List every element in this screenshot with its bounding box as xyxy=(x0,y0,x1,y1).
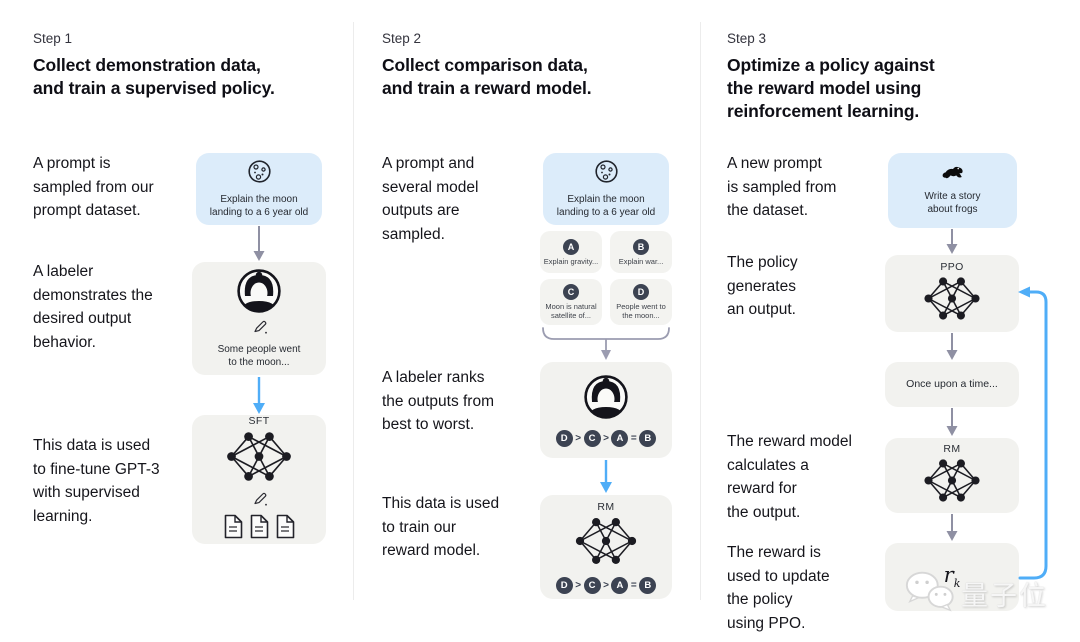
watermark-text: 量子位 xyxy=(961,581,1048,611)
moon-icon xyxy=(247,159,272,189)
rank-item: A xyxy=(611,429,629,447)
rm-label: RM xyxy=(943,442,961,455)
arrow-down-gray-icon xyxy=(946,514,958,541)
step1-prompt-box: Explain the moon landing to a 6 year old xyxy=(196,153,322,225)
step1-label: Step 1 xyxy=(33,31,73,46)
rank-item: C xyxy=(583,576,601,594)
step2-caption-labeler: A labeler ranks the outputs from best to… xyxy=(382,369,495,433)
sft-label: SFT xyxy=(248,415,270,427)
step3-reward-box: rk xyxy=(885,543,1019,611)
step3-prompt-box: Write a story about frogs xyxy=(888,153,1017,228)
step1-prompt-text: Explain the moon landing to a 6 year old xyxy=(209,194,309,218)
arrow-down-blue-icon xyxy=(600,460,612,493)
arrow-down-gray-icon xyxy=(253,226,265,261)
rank-item: D xyxy=(555,429,573,447)
step2-label: Step 2 xyxy=(382,31,422,46)
rank-item: B xyxy=(639,429,657,447)
step2-labeler-box: D > C > A = B xyxy=(540,362,672,458)
column-divider xyxy=(700,22,701,600)
rank-item: B xyxy=(639,576,657,594)
arrow-down-gray-icon xyxy=(946,408,958,436)
output-text: Moon is natural satellite of... xyxy=(545,302,597,320)
step2-rm-box: RM D > C > A = B xyxy=(540,495,672,599)
ranking-row: D > C > A = B xyxy=(555,429,657,447)
wechat-icon xyxy=(903,568,957,619)
rank-operator: = xyxy=(630,579,637,591)
output-text: Explain gravity... xyxy=(543,256,599,266)
merge-brace-arrow-icon xyxy=(542,327,670,360)
step2-prompt-text: Explain the moon landing to a 6 year old xyxy=(556,194,656,218)
step1-labeler-text: Some people went to the moon... xyxy=(217,344,301,368)
output-card-a: A Explain gravity... xyxy=(540,231,602,273)
output-card-b: B Explain war... xyxy=(610,231,672,273)
step3-caption-prompt: A new prompt is sampled from the dataset… xyxy=(727,155,837,219)
step3-rm-box: RM xyxy=(885,438,1019,513)
document-icon xyxy=(275,514,296,544)
rank-item: C xyxy=(583,429,601,447)
step3-title: Optimize a policy against the reward mod… xyxy=(727,55,935,121)
rank-operator: > xyxy=(575,579,582,591)
step3-output-box: Once upon a time... xyxy=(885,362,1019,407)
output-letter: A xyxy=(563,238,579,255)
ranking-row: D > C > A = B xyxy=(555,576,657,594)
column-divider xyxy=(353,22,354,600)
step3-caption-reward: The reward model calculates a reward for… xyxy=(727,433,852,521)
rank-item: D xyxy=(555,576,573,594)
rank-operator: > xyxy=(575,432,582,444)
arrow-down-gray-icon xyxy=(946,333,958,360)
step2-title: Collect comparison data, and train a rew… xyxy=(382,55,592,98)
document-icon xyxy=(249,514,270,544)
output-card-c: C Moon is natural satellite of... xyxy=(540,279,602,325)
network-icon xyxy=(920,275,984,327)
rank-operator: > xyxy=(603,579,609,591)
network-icon xyxy=(920,457,984,509)
output-card-d: D People went to the moon... xyxy=(610,279,672,325)
step3-ppo-box: PPO xyxy=(885,255,1019,332)
step3-output-text: Once upon a time... xyxy=(906,378,998,390)
reward-value: rk xyxy=(943,563,961,591)
pencil-icon xyxy=(252,491,267,511)
output-letter: B xyxy=(633,238,649,255)
document-icon xyxy=(223,514,244,544)
step3-caption-update: The reward is used to update the policy … xyxy=(727,544,830,632)
labeler-avatar-icon xyxy=(236,268,282,319)
feedback-loop-arrow-icon xyxy=(1018,286,1048,580)
rank-item: A xyxy=(611,576,629,594)
step1-caption-prompt: A prompt is sampled from our prompt data… xyxy=(33,155,154,219)
rank-operator: = xyxy=(630,432,637,444)
output-letter: C xyxy=(563,284,579,300)
output-letter: D xyxy=(633,284,649,300)
rank-operator: > xyxy=(603,432,609,444)
step3-prompt-text: Write a story about frogs xyxy=(924,191,981,215)
network-icon xyxy=(222,429,296,489)
frog-icon xyxy=(941,165,965,186)
output-text: Explain war... xyxy=(618,256,664,266)
step1-title: Collect demonstration data, and train a … xyxy=(33,55,275,98)
arrow-down-blue-icon xyxy=(253,377,265,414)
step1-labeler-box: Some people went to the moon... xyxy=(192,262,326,375)
ppo-label: PPO xyxy=(940,260,964,273)
step1-sft-box: SFT xyxy=(192,415,326,544)
step1-caption-labeler: A labeler demonstrates the desired outpu… xyxy=(33,263,153,351)
watermark: 量子位 xyxy=(903,568,1048,619)
step1-caption-data: This data is used to fine-tune GPT-3 wit… xyxy=(33,437,160,525)
step2-caption-prompt: A prompt and several model outputs are s… xyxy=(382,155,479,243)
step2-prompt-box: Explain the moon landing to a 6 year old xyxy=(543,153,669,225)
labeler-avatar-icon xyxy=(583,374,629,425)
step3-caption-policy: The policy generates an output. xyxy=(727,254,798,318)
pencil-icon xyxy=(252,319,267,339)
moon-icon xyxy=(594,159,619,189)
output-text: People went to the moon... xyxy=(616,302,666,320)
rm-label: RM xyxy=(597,500,615,513)
arrow-down-gray-icon xyxy=(946,229,958,254)
step2-caption-data: This data is used to train our reward mo… xyxy=(382,495,500,559)
network-icon xyxy=(571,515,641,572)
step3-label: Step 3 xyxy=(727,31,767,46)
